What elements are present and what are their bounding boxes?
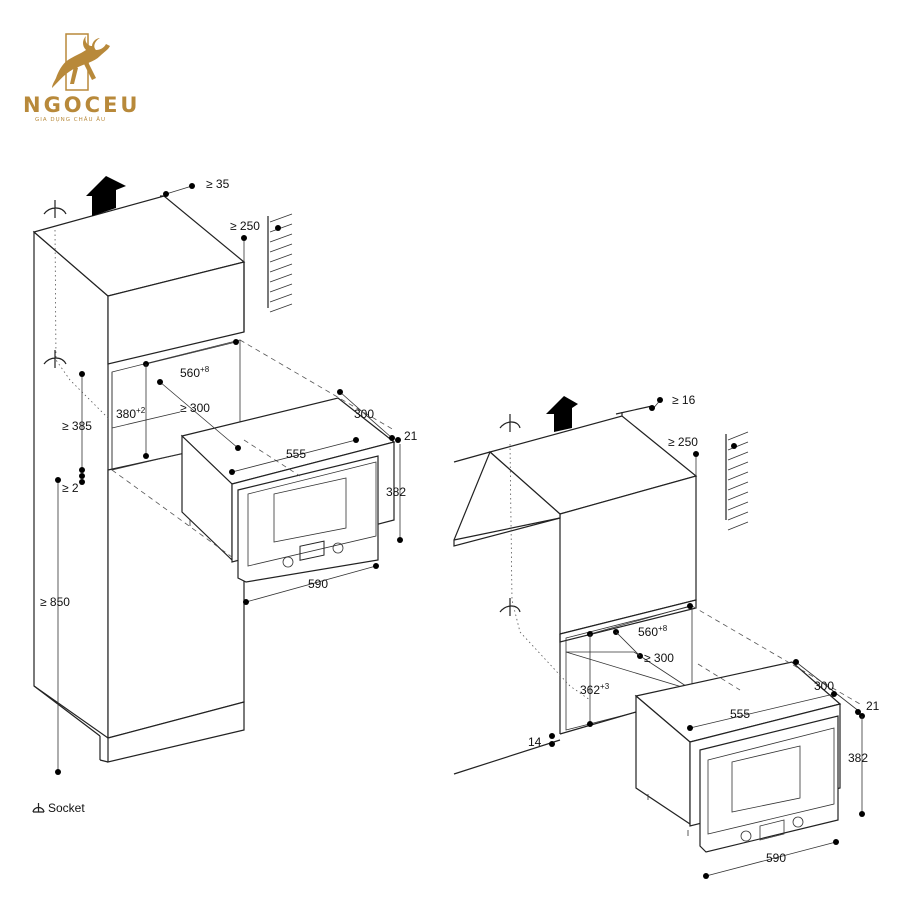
label-bottom-gap: 14 bbox=[528, 735, 542, 749]
label-niche-height: 380+2 bbox=[116, 406, 146, 421]
label-front-width: 590 bbox=[766, 851, 786, 865]
label-niche-width: 560+8 bbox=[638, 624, 668, 639]
label-wall-gap: ≥ 250 bbox=[668, 435, 698, 449]
microwave-left bbox=[180, 397, 396, 583]
socket-icon bbox=[32, 803, 45, 813]
label-niche-depth: ≥ 300 bbox=[644, 651, 674, 665]
label-front-thickness: 21 bbox=[866, 699, 880, 713]
label-body-width: 555 bbox=[730, 707, 750, 721]
label-top-gap: ≥ 16 bbox=[672, 393, 696, 407]
label-appliance-depth: 300 bbox=[814, 679, 834, 693]
brand-tagline: GIA DỤNG CHÂU ÂU bbox=[35, 116, 106, 123]
socket-icon bbox=[43, 200, 67, 368]
label-niche-height: 362+3 bbox=[580, 682, 610, 697]
label-floor-height: ≥ 850 bbox=[40, 595, 70, 609]
left-diagram: ≥ 35 ≥ 250 560+8 380+2 ≥ 300 ≥ 385 ≥ 2 ≥… bbox=[32, 176, 418, 775]
brand-logo: NGOCEU GIA DỤNG CHÂU ÂU bbox=[23, 33, 140, 123]
label-wall-gap: ≥ 250 bbox=[230, 219, 260, 233]
label-appliance-height: 382 bbox=[386, 485, 406, 499]
right-dimension-lines bbox=[549, 397, 865, 879]
brand-name: NGOCEU bbox=[23, 93, 140, 117]
label-appliance-height: 382 bbox=[848, 751, 868, 765]
socket-icon bbox=[499, 414, 521, 616]
guide-lines bbox=[111, 339, 395, 561]
left-dimension-lines bbox=[55, 183, 403, 775]
label-niche-depth: ≥ 300 bbox=[180, 401, 210, 415]
deer-logo-icon bbox=[52, 33, 110, 91]
socket-legend: Socket bbox=[32, 801, 85, 815]
arrow-up-icon bbox=[546, 396, 578, 432]
socket-label: Socket bbox=[48, 801, 85, 815]
label-front-width: 590 bbox=[308, 577, 328, 591]
wall-cabinet bbox=[453, 405, 698, 775]
wall-hatch bbox=[267, 213, 293, 313]
label-appliance-depth: 300 bbox=[354, 407, 374, 421]
wall-hatch bbox=[725, 431, 749, 531]
arrow-up-icon bbox=[86, 176, 126, 216]
label-niche-width: 560+8 bbox=[180, 365, 210, 380]
label-front-thickness: 21 bbox=[404, 429, 418, 443]
cable-path bbox=[509, 443, 591, 701]
label-bottom-gap: ≥ 2 bbox=[62, 481, 79, 495]
label-body-width: 555 bbox=[286, 447, 306, 461]
label-shelf-height: ≥ 385 bbox=[62, 419, 92, 433]
guide-lines bbox=[691, 605, 861, 705]
right-diagram: ≥ 16 ≥ 250 560+8 ≥ 300 362+3 14 300 21 5… bbox=[453, 393, 880, 879]
label-top-gap: ≥ 35 bbox=[206, 177, 230, 191]
microwave-right bbox=[634, 661, 842, 853]
